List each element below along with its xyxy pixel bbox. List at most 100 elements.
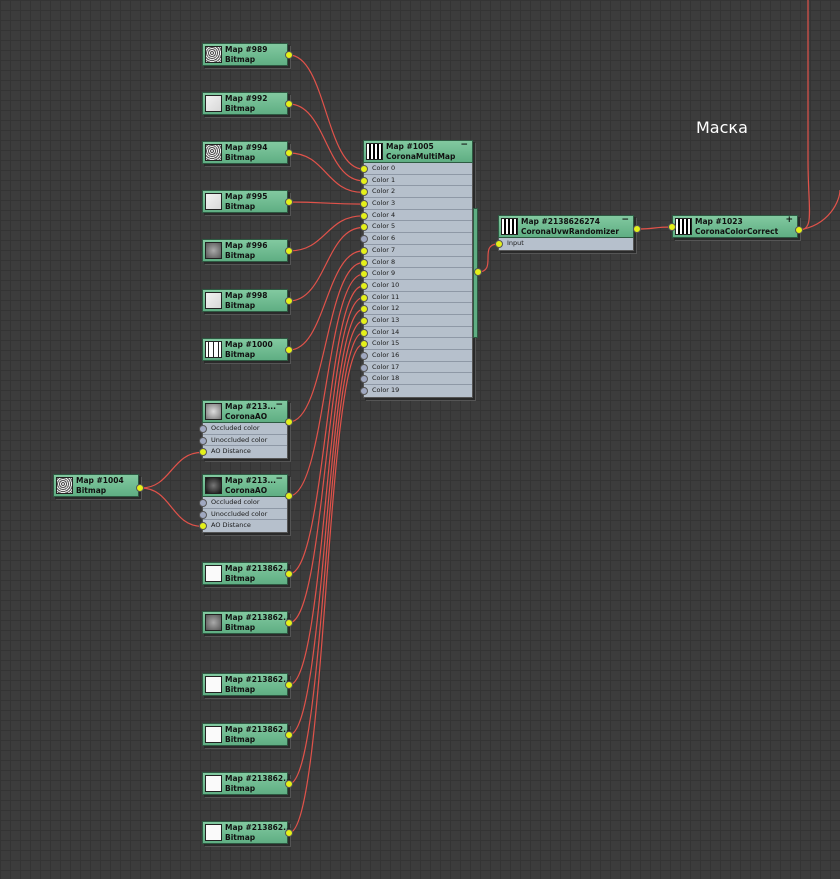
node-header[interactable]: Map #213862...Bitmap [202,611,292,634]
input-socket[interactable] [360,165,368,173]
output-socket[interactable] [285,297,293,305]
input-slot[interactable]: Occluded color [199,423,287,435]
output-socket[interactable] [285,247,293,255]
output-socket[interactable] [285,780,293,788]
color-slot[interactable]: Color 12 [360,303,472,315]
output-socket[interactable] [474,268,482,276]
input-socket[interactable] [360,258,368,267]
collapse-toggle-icon[interactable]: − [621,215,629,225]
node-header[interactable]: Map #213...CoronaAO− [202,400,288,423]
bitmap-node[interactable]: Map #213862...Bitmap [202,611,293,634]
color-slot[interactable]: Color 1 [360,175,472,187]
input-socket[interactable] [668,223,676,231]
input-socket[interactable] [360,200,368,209]
input-socket[interactable] [360,188,368,197]
collapse-toggle-icon[interactable]: − [275,474,283,484]
input-socket[interactable] [360,375,368,384]
input-slot[interactable]: AO Distance [199,520,287,532]
collapse-toggle-icon[interactable]: − [275,400,283,410]
input-socket[interactable] [360,270,368,279]
bitmap-node[interactable]: Map #213862...Bitmap [202,673,293,696]
node-header[interactable]: Map #213862...Bitmap [202,821,292,844]
output-socket[interactable] [285,198,293,206]
color-slot[interactable]: Color 15 [360,338,472,350]
color-slot[interactable]: Color 8 [360,257,472,269]
input-socket[interactable] [360,316,368,325]
input-socket[interactable] [360,281,368,290]
bitmap-node[interactable]: Map #213862...Bitmap [202,562,293,585]
node-header[interactable]: Map #213862...Bitmap [202,772,292,795]
color-slot[interactable]: Color 10 [360,280,472,292]
collapse-toggle-icon[interactable]: + [785,215,793,225]
color-slot[interactable]: Color 13 [360,315,472,327]
input-socket[interactable] [360,305,368,314]
color-slot[interactable]: Color 7 [360,245,472,257]
color-slot[interactable]: Color 16 [360,350,472,362]
color-slot[interactable]: Color 18 [360,373,472,386]
color-slot[interactable]: Color 4 [360,210,472,222]
output-socket[interactable] [285,619,293,627]
input-socket[interactable] [199,510,207,519]
input-slot[interactable]: AO Distance [199,446,287,458]
input-socket[interactable] [199,499,207,507]
input-socket[interactable] [360,246,368,255]
input-socket[interactable] [360,352,368,360]
input-socket[interactable] [360,176,368,185]
input-socket[interactable] [360,340,368,349]
input-socket[interactable] [360,363,368,372]
output-socket[interactable] [136,484,144,492]
color-slot[interactable]: Color 3 [360,198,472,210]
output-socket[interactable] [795,226,803,234]
bitmap-node[interactable]: Map #213862...Bitmap [202,772,293,795]
output-socket[interactable] [285,731,293,739]
color-slot[interactable]: Color 6 [360,233,472,245]
input-socket[interactable] [360,387,368,396]
node-header[interactable]: Map #213...CoronaAO− [202,474,288,497]
bitmap-node[interactable]: Map #213862...Bitmap [202,821,293,844]
input-socket[interactable] [360,293,368,302]
output-socket[interactable] [285,418,293,426]
input-slot[interactable]: Input [495,238,633,250]
node-header[interactable]: Map #213862...Bitmap [202,723,292,746]
node-header[interactable]: Map #213862...Bitmap [202,673,292,696]
input-slot[interactable]: Unoccluded color [199,509,287,521]
output-socket[interactable] [285,149,293,157]
color-slot[interactable]: Color 5 [360,221,472,234]
input-socket[interactable] [199,448,207,457]
bitmap-node[interactable]: Map #213862...Bitmap [202,723,293,746]
color-slot[interactable]: Color 0 [360,163,472,175]
output-socket[interactable] [285,492,293,500]
input-socket[interactable] [360,328,368,337]
input-socket[interactable] [495,240,503,248]
color-slot[interactable]: Color 17 [360,362,472,374]
input-socket[interactable] [199,522,207,531]
input-socket[interactable] [199,436,207,445]
node-header[interactable]: Map #213862...Bitmap [202,562,292,585]
color-slot[interactable]: Color 14 [360,327,472,339]
collapse-toggle-icon[interactable]: − [460,140,468,150]
input-socket[interactable] [360,223,368,232]
output-socket[interactable] [285,570,293,578]
color-slot[interactable]: Color 9 [360,268,472,280]
